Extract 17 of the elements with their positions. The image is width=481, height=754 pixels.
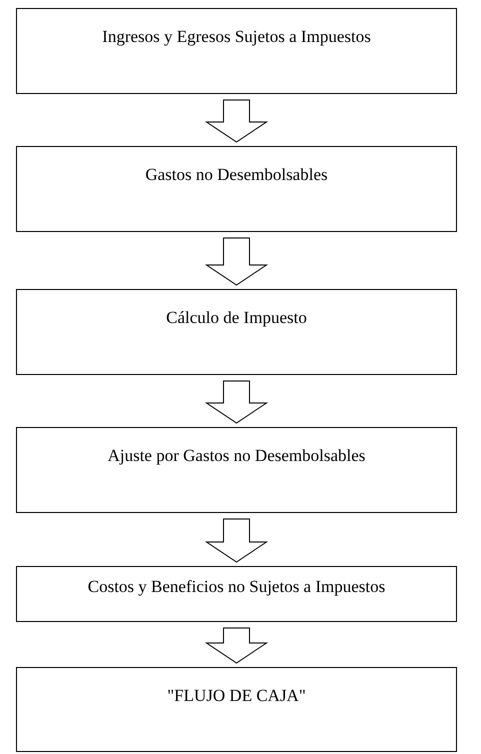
box-label: "FLUJO DE CAJA" (167, 686, 306, 705)
process-box (16, 146, 457, 232)
box-label: Ajuste por Gastos no Desembolsables (108, 446, 366, 465)
process-box (16, 566, 457, 622)
process-box (16, 427, 457, 513)
process-box (16, 289, 457, 375)
block-arrow (204, 100, 268, 143)
box-label: Gastos no Desembolsables (145, 165, 328, 184)
block-arrow (204, 628, 268, 664)
block-arrow (204, 518, 268, 563)
block-arrow (204, 238, 268, 286)
process-box (16, 8, 457, 94)
box-label: Ingresos y Egresos Sujetos a Impuestos (102, 27, 371, 46)
box-label: Cálculo de Impuesto (166, 308, 307, 327)
block-arrow (204, 380, 268, 424)
box-label: Costos y Beneficios no Sujetos a Impuestos (88, 577, 386, 596)
process-box (16, 667, 457, 752)
